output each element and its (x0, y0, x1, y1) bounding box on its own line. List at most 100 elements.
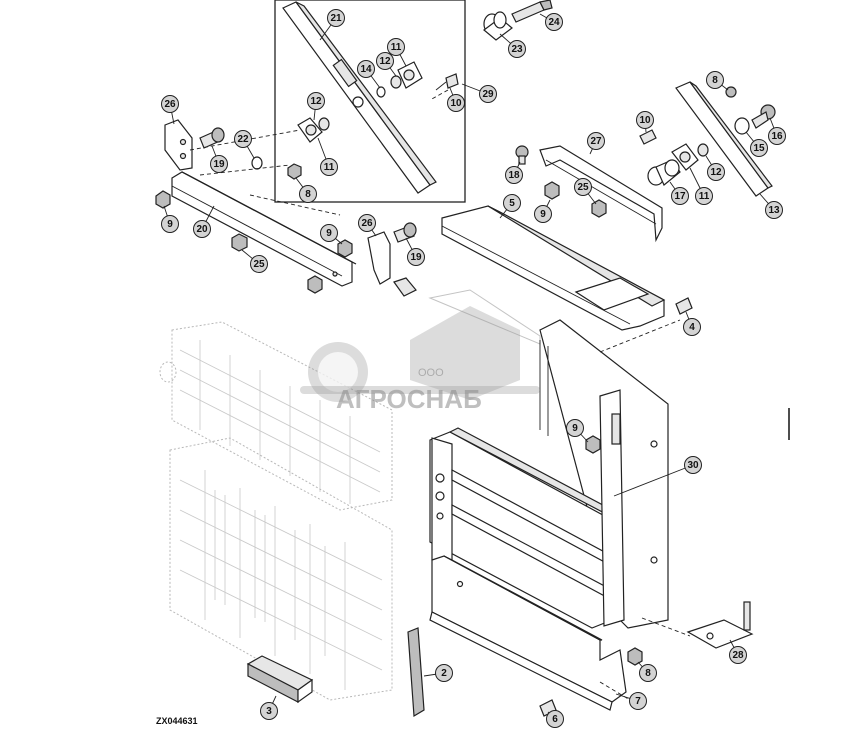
part-28-hinge (686, 601, 754, 649)
callout-15: 15 (745, 131, 768, 157)
part-5-tray (441, 205, 666, 331)
part-7-panel (429, 555, 627, 711)
callout-circle (684, 456, 702, 474)
callout-label: 11 (391, 42, 402, 53)
callout-7: 7 (615, 692, 647, 710)
callout-circle (706, 71, 724, 89)
callout-circle (161, 215, 179, 233)
callout-leader (613, 464, 694, 497)
callout-circle (357, 60, 375, 78)
callout-label: 16 (771, 131, 783, 142)
part-19-bolt-mid (393, 222, 417, 243)
callout-label: 9 (326, 228, 332, 239)
part-23-pin (483, 11, 513, 41)
callout-27: 27 (587, 132, 605, 155)
callout-22: 22 (234, 130, 255, 159)
callout-label: 7 (635, 696, 641, 707)
part-16-bolt (751, 104, 776, 129)
callout-circle (534, 205, 552, 223)
callout-19: 19 (210, 145, 228, 173)
callout-circle (210, 155, 228, 173)
nut-25-right (591, 199, 607, 218)
callout-circle (629, 692, 647, 710)
callout-label: 25 (577, 182, 589, 193)
callout-label: 17 (674, 191, 686, 202)
callout-circle (234, 130, 252, 148)
callout-label: 12 (710, 167, 722, 178)
part-20-channel (171, 171, 357, 287)
callout-circle (707, 163, 725, 181)
ghost-radiator-upper (159, 321, 393, 511)
callout-19: 19 (405, 237, 425, 266)
callout-23: 23 (499, 33, 526, 58)
bolt-10-right (639, 129, 657, 145)
inset-frame (274, 0, 466, 203)
callout-8: 8 (706, 71, 729, 91)
callout-18: 18 (505, 161, 523, 184)
callout-label: 9 (540, 209, 546, 220)
callout-label: 20 (196, 224, 208, 235)
callout-8: 8 (637, 661, 657, 682)
callout-circle (566, 419, 584, 437)
callout-21: 21 (319, 9, 345, 41)
nut-9-right (544, 181, 560, 200)
callout-label: 8 (645, 668, 651, 679)
callout-label: 11 (699, 191, 710, 202)
callout-label: 30 (687, 460, 699, 471)
callout-13: 13 (759, 193, 783, 219)
part-27-bracket (539, 145, 663, 243)
callout-label: 12 (310, 96, 322, 107)
nut-8-right-top (725, 86, 737, 98)
watermark-name: АГРОСНАБ (336, 384, 482, 414)
callout-12: 12 (376, 52, 397, 77)
callout-label: 12 (379, 56, 391, 67)
watermark-prefix: ООО (418, 367, 444, 379)
callout-24: 24 (539, 13, 563, 31)
callout-circle (505, 166, 523, 184)
callout-circle (435, 664, 453, 682)
callout-label: 13 (768, 205, 780, 216)
callout-9: 9 (534, 199, 552, 223)
callout-circle (193, 220, 211, 238)
part-24-bolt (511, 0, 553, 23)
part-17-spacer (647, 159, 681, 186)
nut-left-bottom (307, 275, 323, 294)
callout-label: 2 (441, 668, 447, 679)
callout-25: 25 (241, 249, 268, 273)
callout-circle (587, 132, 605, 150)
bolt-10-inset (435, 73, 459, 91)
callout-11: 11 (387, 38, 407, 67)
nut-9-left (155, 190, 171, 209)
callout-4: 4 (683, 311, 701, 336)
callout-label: 10 (639, 115, 651, 126)
bolt-mid-lower (393, 277, 417, 297)
reference-code: ZX044631 (156, 716, 198, 726)
callout-25: 25 (574, 178, 597, 205)
callout-label: 9 (167, 219, 173, 230)
callout-16: 16 (768, 117, 786, 145)
callout-circle (768, 127, 786, 145)
bolt-4 (675, 297, 693, 315)
callout-label: 29 (482, 89, 494, 100)
callout-10: 10 (447, 87, 465, 112)
callout-5: 5 (499, 194, 521, 219)
washer-12-right (697, 143, 709, 157)
callout-circle (447, 94, 465, 112)
part-26-bracket-mid (367, 231, 391, 285)
watermark-logo: ООО АГРОСНАБ (300, 306, 540, 414)
callout-8: 8 (295, 177, 317, 203)
callout-9: 9 (320, 224, 343, 245)
part-19-bolt-left (199, 127, 225, 149)
callout-label: 19 (213, 159, 225, 170)
callout-11: 11 (689, 167, 713, 205)
callout-label: 14 (360, 64, 372, 75)
nut-9-mid (337, 239, 353, 258)
part-18-bolt (515, 145, 529, 165)
callout-circle (161, 95, 179, 113)
callout-label: 24 (548, 17, 560, 28)
part-2-strip (407, 627, 425, 718)
callout-circle (750, 139, 768, 157)
callout-17: 17 (669, 181, 689, 205)
callout-20: 20 (193, 205, 215, 238)
